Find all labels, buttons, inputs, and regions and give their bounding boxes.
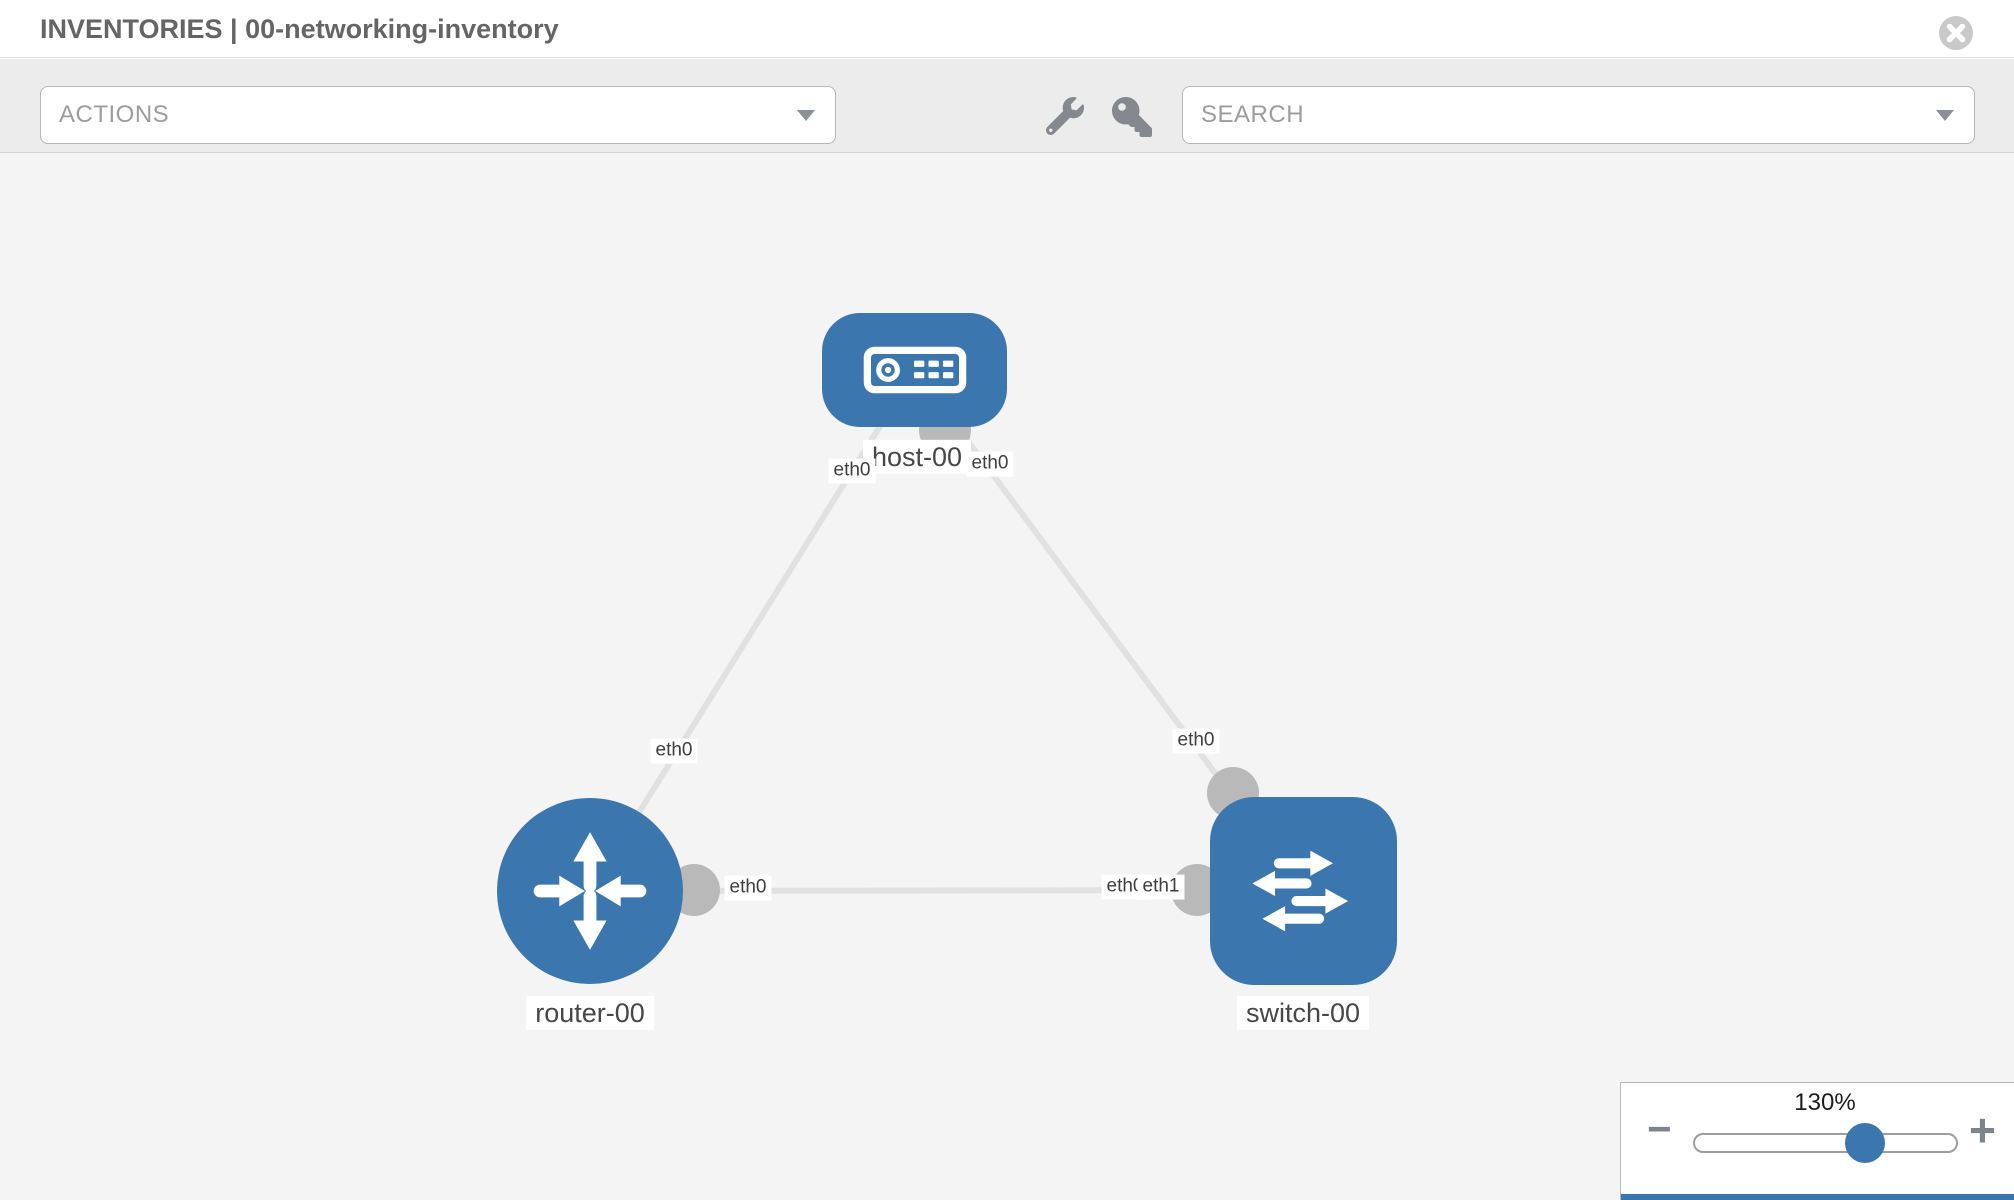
node-label-host: host-00: [862, 439, 972, 475]
switch-icon: [1251, 850, 1348, 932]
interface-label: eth0: [1172, 728, 1220, 754]
close-icon: [1939, 16, 1973, 50]
host-icon: [863, 346, 966, 394]
actions-dropdown-label: ACTIONS: [59, 101, 170, 128]
interface-label: eth0: [724, 875, 772, 901]
wrench-icon: [1045, 97, 1084, 136]
topology-edges: [587, 368, 1305, 916]
page-title: INVENTORIES | 00-networking-inventory: [40, 14, 559, 44]
node-router-00[interactable]: [497, 798, 683, 984]
chevron-down-icon: [1936, 110, 1954, 121]
zoom-slider[interactable]: [1693, 1123, 1958, 1163]
interface-label: eth1: [1137, 874, 1185, 900]
zoom-out-button[interactable]: −: [1647, 1105, 1672, 1152]
close-button[interactable]: [1938, 15, 1974, 51]
footer-strip: [1621, 1194, 2014, 1200]
node-host-00[interactable]: [822, 313, 1007, 427]
node-label-router: router-00: [526, 995, 654, 1031]
key-button[interactable]: [1112, 97, 1152, 142]
interface-label: eth0: [966, 451, 1014, 477]
zoom-in-button[interactable]: +: [1969, 1104, 1996, 1156]
toolbar: ACTIONS SEARCH: [0, 59, 2014, 153]
topology-canvas[interactable]: host-00 router-00 switch-00 eth0 eth0 et…: [0, 153, 2014, 1200]
actions-dropdown[interactable]: ACTIONS: [40, 86, 836, 144]
router-icon: [533, 832, 647, 950]
node-label-switch: switch-00: [1236, 995, 1370, 1031]
interface-label: eth0: [650, 738, 698, 764]
search-dropdown[interactable]: SEARCH: [1182, 86, 1975, 144]
zoom-control-panel: 130% − +: [1620, 1082, 2014, 1200]
link-host-router: [587, 368, 918, 893]
wrench-button[interactable]: [1045, 97, 1084, 140]
zoom-slider-thumb[interactable]: [1845, 1123, 1885, 1163]
zoom-level-value: 130%: [1794, 1089, 1856, 1116]
interface-label: eth0: [828, 458, 876, 484]
header-bar: INVENTORIES | 00-networking-inventory: [0, 0, 2014, 58]
node-switch-00[interactable]: [1210, 797, 1397, 985]
key-icon: [1112, 97, 1152, 137]
search-placeholder: SEARCH: [1201, 101, 1305, 128]
chevron-down-icon: [797, 110, 815, 121]
